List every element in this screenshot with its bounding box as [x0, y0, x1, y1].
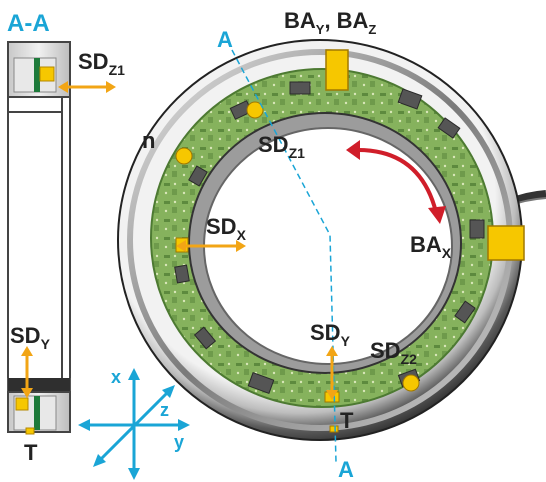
sd-y-left-arrowhead-b	[21, 388, 33, 398]
n-label: n	[142, 128, 155, 153]
sd-z1-ring-label: SDZ1	[258, 132, 305, 161]
sd-z1-left-arrowhead-r	[106, 81, 116, 93]
z-axis-arrow-bottom	[93, 454, 106, 467]
sd-z2-label: SDZ2	[370, 338, 417, 367]
n-sensor	[175, 147, 193, 165]
sd-y-ring-arrowhead-b	[326, 390, 338, 400]
section-temp-sensor	[25, 427, 35, 435]
section-bottom-pcb	[34, 396, 40, 430]
sd-y-ring-label: SDY	[310, 320, 351, 349]
sd-x-label: SDX	[206, 214, 247, 243]
y-axis-arrow-left	[78, 419, 90, 431]
z-axis-line	[96, 388, 172, 464]
y-axis-arrow-right	[178, 419, 190, 431]
t-sensor	[329, 425, 339, 433]
ba-yz-sensor	[325, 49, 349, 91]
section-view: A-A SDZ1 SDY T	[7, 10, 125, 465]
rotation-arrowhead-end	[428, 206, 446, 224]
axis-cross	[78, 368, 190, 480]
cut-label-bottom: A	[338, 457, 354, 482]
x-axis-arrow-bottom	[128, 468, 140, 480]
section-top-pcb	[34, 58, 40, 92]
section-housing	[7, 41, 71, 433]
ba-x-sensor	[487, 225, 525, 261]
section-top-sensor	[39, 66, 55, 82]
axis-z-label: z	[160, 400, 169, 420]
sd-z1-left-arrowhead-l	[58, 81, 68, 93]
sd-z2-sensor	[402, 374, 420, 392]
rotation-arrowhead-start	[346, 140, 360, 160]
sd-z1-left-label: SDZ1	[78, 49, 125, 78]
t-left-label: T	[24, 440, 38, 465]
z-axis-arrow-top	[162, 385, 175, 398]
axis-y-label: y	[174, 432, 184, 452]
section-bottom-cap	[8, 378, 70, 392]
sd-x-arrowhead-l	[176, 240, 186, 252]
section-cut-line	[231, 49, 337, 463]
ba-yz-label: BAY,BAZ	[284, 8, 376, 37]
rotation-arrow	[357, 148, 438, 213]
section-title: A-A	[7, 10, 50, 37]
cut-label-top: A	[217, 27, 233, 52]
ring-assembly	[117, 39, 546, 441]
ba-x-label: BAX	[410, 232, 452, 261]
sd-z1-sensor	[246, 101, 264, 119]
section-bottom-sensor	[15, 397, 29, 411]
sd-y-ring-arrowhead-t	[326, 346, 338, 356]
sd-y-left-label: SDY	[10, 323, 51, 352]
axis-x-label: x	[111, 367, 121, 387]
sd-y-left-arrowhead-t	[21, 346, 33, 356]
x-axis-arrow-top	[128, 368, 140, 380]
sd-x-arrowhead-r	[236, 240, 246, 252]
t-ring-label: T	[340, 408, 354, 433]
